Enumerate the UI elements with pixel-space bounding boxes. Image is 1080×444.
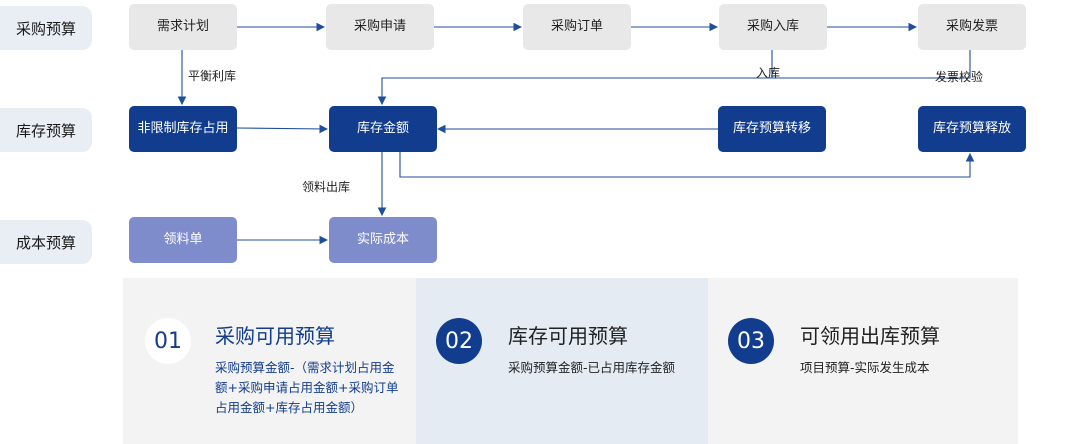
edge-label-receipt: 入库 [756,66,781,80]
node-purchase-request[interactable]: 采购申请 [326,4,434,50]
panel-issuable-budget: 03 可领用出库预算 项目预算-实际发生成本 [708,278,1018,444]
node-demand-plan[interactable]: 需求计划 [129,4,237,50]
panel-number-badge: 02 [436,318,482,364]
panel-description: 采购预算金额-（需求计划占用金额+采购申请占用金额+采购订单占用金额+库存占用金… [215,360,399,415]
panel-number-badge: 03 [728,318,774,364]
edge-label-balance-profit: 平衡利库 [188,69,237,83]
panel-title: 库存可用预算 [508,324,628,348]
node-unrestricted-stock[interactable]: 非限制库存占用 [129,106,237,152]
arrow-invoice-to-inventory [377,50,971,106]
node-inventory-release[interactable]: 库存预算释放 [918,106,1026,152]
panel-description: 项目预算-实际发生成本 [800,360,930,375]
lane-purchase-budget: 采购预算 [0,6,92,50]
panel-purchase-available: 01 采购可用预算 采购预算金额-（需求计划占用金额+采购申请占用金额+采购订单… [123,278,416,444]
lane-cost-budget: 成本预算 [0,220,92,264]
node-purchase-invoice[interactable]: 采购发票 [918,4,1026,50]
panel-inventory-available: 02 库存可用预算 采购预算金额-已占用库存金额 [416,278,708,444]
arrow-unrestricted-to-inventory [236,124,329,134]
node-material-requisition[interactable]: 领料单 [129,217,237,263]
edge-label-material-issue: 领料出库 [302,180,351,194]
panel-title: 采购可用预算 [215,324,335,348]
node-purchase-receipt[interactable]: 采购入库 [719,4,827,50]
lane-inventory-budget: 库存预算 [0,108,92,152]
node-actual-cost[interactable]: 实际成本 [329,217,437,263]
panel-description: 采购预算金额-已占用库存金额 [508,360,676,375]
edge-label-invoice-check: 发票校验 [935,70,984,84]
panel-number-badge: 01 [145,318,191,364]
panel-title: 可领用出库预算 [800,324,940,348]
arrow-inventory-to-release [399,152,975,178]
node-inventory-transfer[interactable]: 库存预算转移 [718,106,826,152]
node-purchase-order[interactable]: 采购订单 [523,4,631,50]
node-inventory-amount[interactable]: 库存金额 [329,106,437,152]
